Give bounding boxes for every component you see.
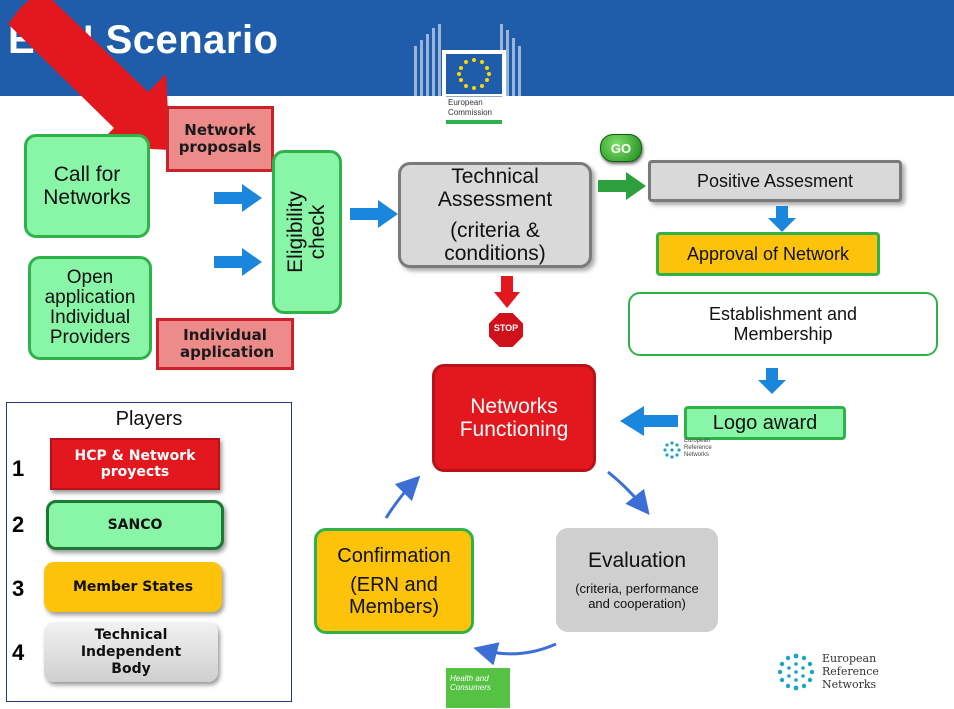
networks-functioning-box: Networks Functioning	[432, 364, 596, 472]
cycle-arrow-3	[384, 475, 421, 519]
player-technical-body-box: Technical Independent Body	[44, 622, 218, 682]
open-application-box: Open application Individual Providers	[28, 256, 152, 360]
arrow-right-icon	[214, 184, 262, 212]
arrow-left-icon	[620, 406, 678, 436]
ern-logo-line2: Reference	[822, 665, 879, 678]
commission-label-line1: European	[448, 98, 483, 107]
cycle-arrow-2	[473, 642, 557, 666]
player-sanco-box: SANCO	[46, 500, 224, 550]
big-red-arrow-icon	[8, 0, 170, 150]
go-badge: GO	[600, 134, 642, 162]
logo-award-box: Logo award	[684, 406, 846, 440]
technical-assessment-box: Technical Assessment (criteria & conditi…	[398, 162, 592, 268]
confirmation-box: Confirmation (ERN and Members)	[314, 528, 474, 634]
player-number: 3	[12, 576, 25, 601]
commission-label-line2: Commission	[448, 108, 493, 117]
player-member-states-box: Member States	[44, 562, 222, 612]
player-number: 1	[12, 456, 25, 481]
stop-sign-icon: STOP	[487, 311, 525, 349]
positive-assessment-box: Positive Assesment	[648, 160, 902, 202]
player-hcp-box: HCP & Network proyects	[50, 438, 220, 490]
players-legend	[6, 402, 292, 702]
commission-green-bar	[446, 120, 502, 124]
ern-logo: European Reference Networks	[776, 650, 896, 696]
ern-logo-line1: European	[822, 652, 877, 665]
arrow-right-green-icon	[598, 172, 646, 200]
ern-small-logo: European Reference Networks	[662, 438, 732, 462]
network-proposals-box: Network proposals	[166, 106, 274, 172]
arrow-down-icon	[768, 206, 796, 232]
establishment-membership-box: Establishment and Membership	[628, 292, 938, 356]
health-consumers-logo: Health and Consumers	[446, 668, 510, 708]
cycle-arrow-1	[607, 470, 650, 516]
approval-of-network-box: Approval of Network	[656, 232, 880, 276]
arrow-down-red-icon	[494, 276, 520, 308]
player-number: 2	[12, 512, 25, 537]
player-number: 4	[12, 640, 25, 665]
arrow-right-icon	[214, 248, 262, 276]
ern-dots-icon	[663, 441, 681, 459]
ern-dots-icon	[777, 653, 815, 691]
evaluation-box: Evaluation (criteria, performance and co…	[556, 528, 718, 632]
individual-application-box: Individual application	[156, 318, 294, 370]
arrow-down-icon	[758, 368, 786, 394]
european-commission-logo: European Commission	[412, 10, 522, 128]
eligibility-check-box: Eligibility check	[272, 150, 342, 314]
call-for-networks-box: Call for Networks	[24, 134, 150, 238]
commission-building-icon	[414, 24, 521, 128]
ern-logo-line3: Networks	[822, 678, 877, 691]
players-title: Players	[115, 408, 183, 430]
arrow-right-icon	[350, 200, 398, 228]
